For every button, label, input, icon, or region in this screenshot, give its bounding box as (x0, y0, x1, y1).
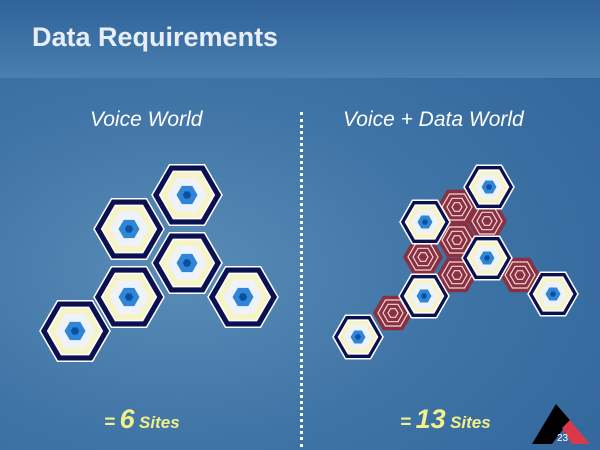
equals-sign: = (400, 412, 412, 433)
cell-core (355, 334, 361, 340)
title-band (0, 0, 600, 78)
voice-data-world-heading: Voice + Data World (343, 108, 524, 131)
cell-core (550, 291, 556, 297)
data-cell-ring (514, 270, 526, 280)
data-cell-ring (446, 265, 468, 285)
data-cell-ring (446, 230, 468, 250)
count-number: 13 (415, 404, 446, 434)
data-cell-ring (509, 265, 531, 285)
count-number: 6 (119, 404, 135, 434)
voice-site-count: = 6 Sites (104, 404, 180, 435)
cell-core (124, 225, 134, 233)
count-unit: Sites (450, 413, 491, 432)
data-cell-ring (382, 303, 404, 323)
data-cell-ring (451, 202, 463, 212)
data-site-count: = 13 Sites (400, 404, 491, 435)
data-cell-hexagon (403, 239, 443, 275)
data-cell-ring (387, 308, 399, 318)
count-unit: Sites (139, 413, 180, 432)
cell-core (182, 259, 192, 267)
data-cell-ring (446, 197, 468, 217)
cell-core (484, 255, 490, 261)
voice-world-heading: Voice World (90, 108, 203, 131)
data-cell-ring (476, 211, 498, 231)
cell-core (422, 219, 428, 225)
data-cell-ring (412, 247, 434, 267)
data-cell-ring (417, 252, 429, 262)
company-logo (532, 404, 590, 444)
cell-core (70, 327, 80, 335)
cell-core (486, 184, 492, 190)
data-cell-ring (451, 270, 463, 280)
cell-core (124, 293, 134, 301)
divider-line (300, 112, 303, 447)
page-number: 23 (557, 433, 569, 444)
equals-sign: = (104, 412, 116, 433)
cell-core (421, 293, 427, 299)
data-cell-ring (451, 235, 463, 245)
data-cell-ring (504, 261, 536, 289)
slide-title: Data Requirements (32, 22, 279, 52)
cell-core (238, 293, 248, 301)
cell-core (182, 191, 192, 199)
data-cell-ring (481, 216, 493, 226)
